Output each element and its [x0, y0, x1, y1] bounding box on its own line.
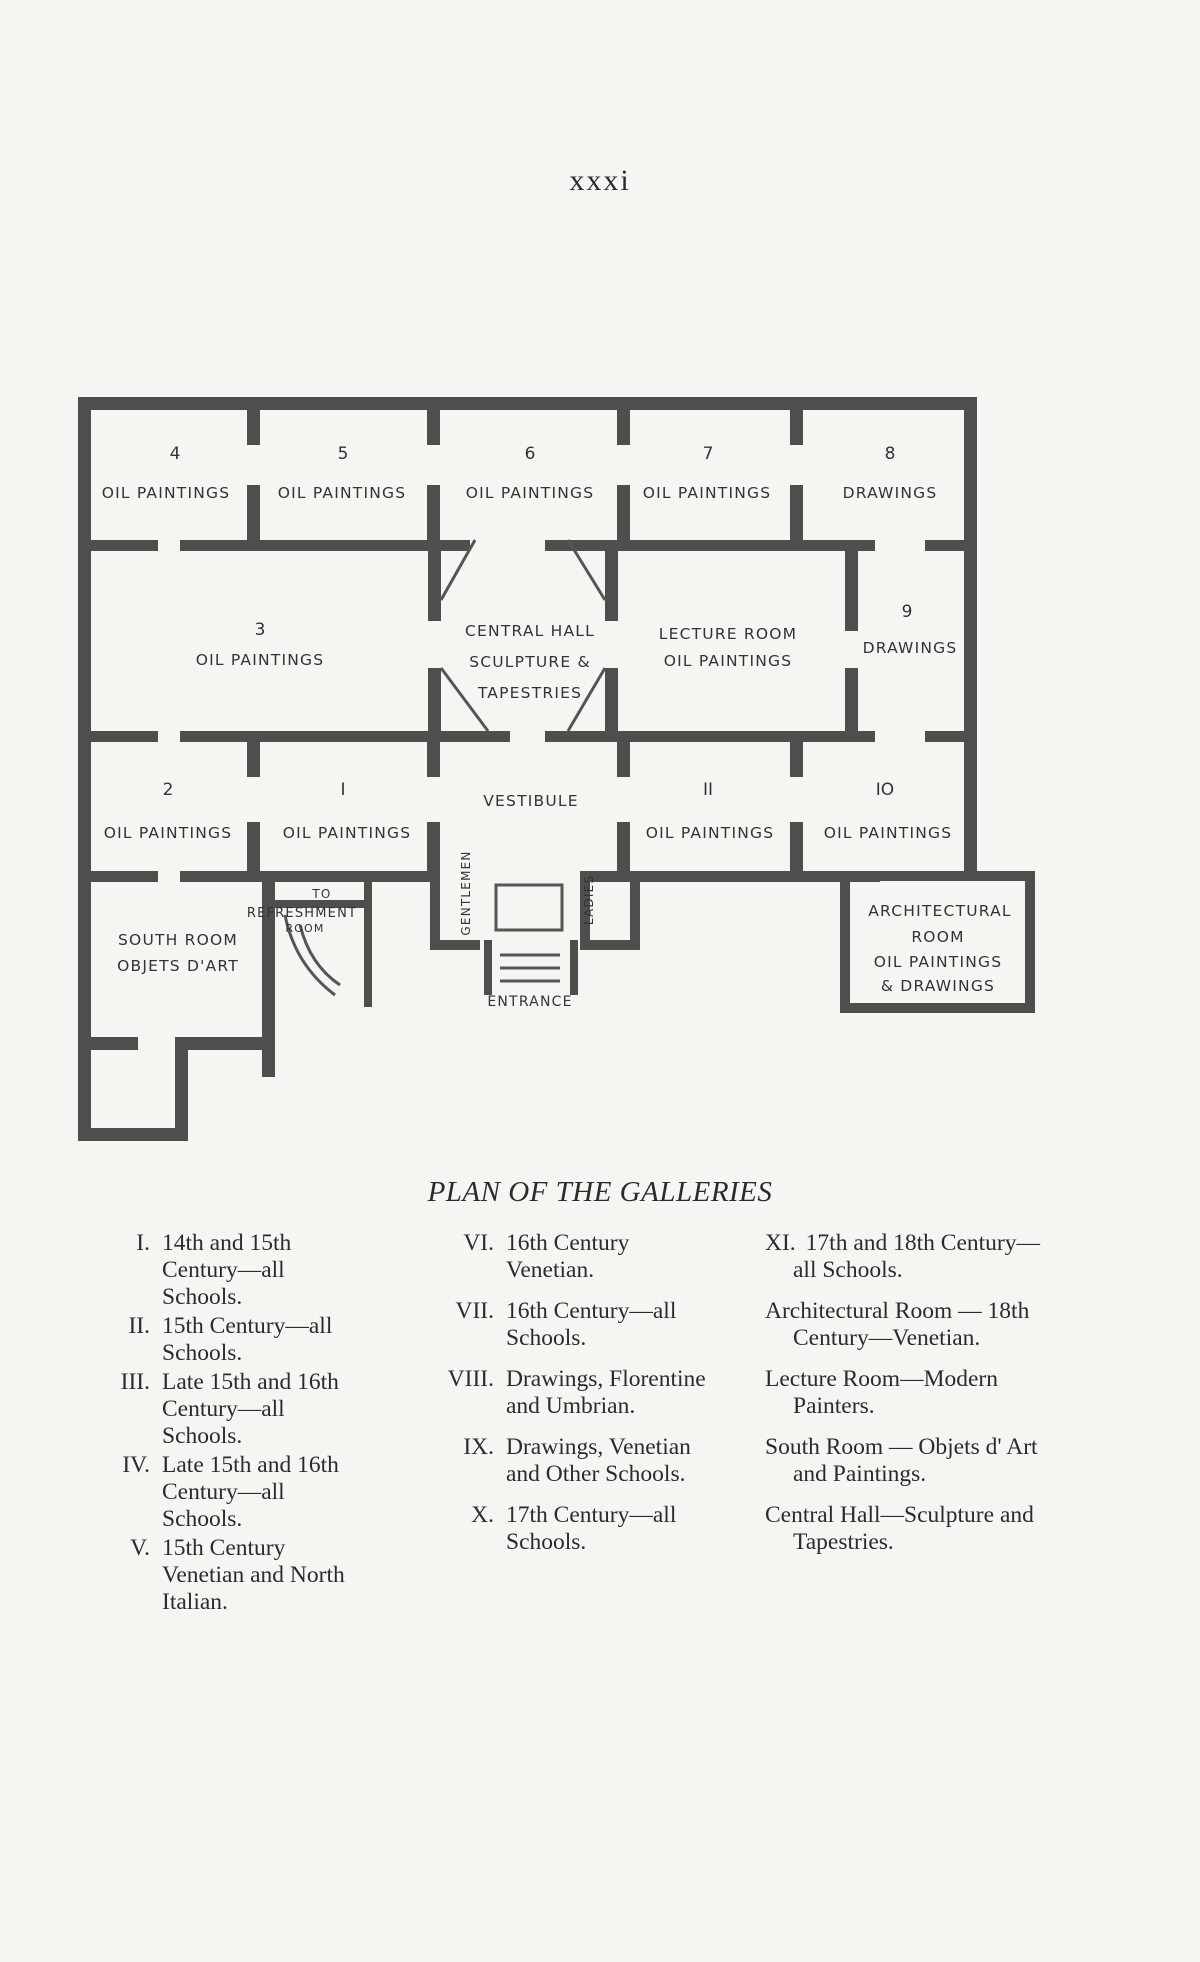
room-8-label: DRAWINGS [843, 484, 938, 502]
room-10-label: OIL PAINTINGS [824, 824, 953, 842]
legend-column-2: VI. 16th Century Venetian. VII. 16th Centu… [414, 1230, 714, 1570]
south-room-line2: OBJETS D'ART [117, 957, 239, 975]
legend-numeral: IX. [463, 1434, 494, 1460]
legend-item: IX. Drawings, Venetian and Other Schools. [414, 1434, 714, 1488]
room-3-label: OIL PAINTINGS [196, 651, 325, 669]
legend-item: VI. 16th Century Venetian. [414, 1230, 714, 1284]
legend-item: Architectural Room — 18th Century—Veneti… [765, 1298, 1050, 1352]
south-room-line1: SOUTH ROOM [118, 931, 238, 949]
room-2-label: OIL PAINTINGS [104, 824, 233, 842]
legend-numeral: XI. [765, 1230, 796, 1256]
legend-column-1: I. 14th and 15th Century—all Schools. II.… [102, 1230, 367, 1618]
room-5-number: 5 [338, 444, 349, 464]
legend-item: V. 15th Century Venetian and North Italia… [102, 1535, 367, 1616]
room-2-number: 2 [163, 780, 174, 800]
legend-numeral: III. [120, 1369, 150, 1395]
legend-text: 16th Century Venetian. [506, 1230, 630, 1283]
legend-text: 14th and 15th Century—all Schools. [162, 1230, 292, 1310]
room-7-number: 7 [703, 444, 714, 464]
room-11-label: OIL PAINTINGS [646, 824, 775, 842]
walls [78, 397, 1035, 1141]
lecture-room-line2: OIL PAINTINGS [664, 652, 793, 670]
lecture-room-line1: LECTURE ROOM [659, 625, 798, 643]
legend-item: IV. Late 15th and 16th Century—all School… [102, 1452, 367, 1533]
room-4-label: OIL PAINTINGS [102, 484, 231, 502]
vestibule-label: VESTIBULE [483, 792, 578, 810]
legend-item: South Room — Objets d' Art and Paintings… [765, 1434, 1050, 1488]
legend-numeral: VI. [463, 1230, 494, 1256]
refreshment-line2: REFRESHMENT [247, 906, 357, 921]
room-9-number: 9 [902, 602, 913, 622]
gentlemen-label: GENTLEMEN [459, 850, 473, 935]
legend-item: XI.17th and 18th Century—all Schools. [765, 1230, 1050, 1284]
room-8-number: 8 [885, 444, 896, 464]
architectural-line1: ARCHITECTURAL [868, 902, 1012, 920]
legend-text: South Room — Objets d' Art and Paintings… [765, 1434, 1038, 1487]
legend-text: 17th Century—all Schools. [506, 1502, 677, 1555]
legend-numeral: IV. [122, 1452, 150, 1478]
room-4-number: 4 [170, 444, 181, 464]
door-lines [283, 539, 607, 997]
legend-numeral: I. [136, 1230, 150, 1256]
legend-text: 15th Century Venetian and North Italian. [162, 1535, 345, 1615]
central-hall-line2: SCULPTURE & [469, 653, 591, 671]
room-3-number: 3 [255, 620, 266, 640]
central-hall-line3: TAPESTRIES [477, 684, 582, 702]
legend-item: II. 15th Century—all Schools. [102, 1313, 367, 1367]
legend-text: Late 15th and 16th Century—all Schools. [162, 1369, 339, 1449]
central-hall-line1: CENTRAL HALL [465, 622, 595, 640]
legend-column-3: XI.17th and 18th Century—all Schools. Ar… [765, 1230, 1050, 1570]
architectural-line3: OIL PAINTINGS [874, 953, 1003, 971]
legend-text: Drawings, Venetian and Other Schools. [506, 1434, 691, 1487]
architectural-line4: & DRAWINGS [881, 977, 995, 995]
room-5-label: OIL PAINTINGS [278, 484, 407, 502]
legend-numeral: II. [128, 1313, 150, 1339]
room-11-number: II [703, 780, 713, 800]
legend-text: Central Hall—Sculpture and Tapestries. [765, 1502, 1034, 1555]
ladies-label: LADIES [582, 875, 596, 925]
legend-text: 17th and 18th Century—all Schools. [793, 1230, 1040, 1283]
legend-text: Lecture Room—Modern Painters. [765, 1366, 998, 1419]
legend-text: Late 15th and 16th Century—all Schools. [162, 1452, 339, 1532]
legend-item: Lecture Room—Modern Painters. [765, 1366, 1050, 1420]
legend-numeral: X. [471, 1502, 494, 1528]
legend-item: VIII. Drawings, Florentine and Umbrian. [414, 1366, 714, 1420]
legend-item: I. 14th and 15th Century—all Schools. [102, 1230, 367, 1311]
legend-item: III. Late 15th and 16th Century—all Schoo… [102, 1369, 367, 1450]
legend-item: X. 17th Century—all Schools. [414, 1502, 714, 1556]
room-9-label: DRAWINGS [863, 639, 958, 657]
legend-text: 16th Century—all Schools. [506, 1298, 677, 1351]
legend-numeral: V. [130, 1535, 150, 1561]
entrance-label: ENTRANCE [487, 994, 572, 1010]
architectural-line2: ROOM [911, 928, 964, 946]
page-number: xxxi [569, 164, 631, 197]
legend-text: 15th Century—all Schools. [162, 1313, 333, 1366]
legend-numeral: VIII. [447, 1366, 494, 1392]
legend-item: VII. 16th Century—all Schools. [414, 1298, 714, 1352]
legend-text: Architectural Room — 18th Century—Veneti… [765, 1298, 1030, 1351]
gallery-floor-plan: 4 OIL PAINTINGS 5 OIL PAINTINGS 6 OIL PA… [78, 397, 1035, 1141]
plan-caption: PLAN OF THE GALLERIES [427, 1176, 773, 1208]
refreshment-line1: TO [311, 887, 331, 901]
room-6-label: OIL PAINTINGS [466, 484, 595, 502]
refreshment-line3: ROOM [285, 922, 324, 935]
room-6-number: 6 [525, 444, 536, 464]
room-1-label: OIL PAINTINGS [283, 824, 412, 842]
legend-item: Central Hall—Sculpture and Tapestries. [765, 1502, 1050, 1556]
legend-text: Drawings, Florentine and Umbrian. [506, 1366, 706, 1419]
room-10-number: IO [876, 780, 894, 800]
legend-numeral: VII. [455, 1298, 495, 1324]
room-1-number: I [340, 780, 345, 800]
room-7-label: OIL PAINTINGS [643, 484, 772, 502]
